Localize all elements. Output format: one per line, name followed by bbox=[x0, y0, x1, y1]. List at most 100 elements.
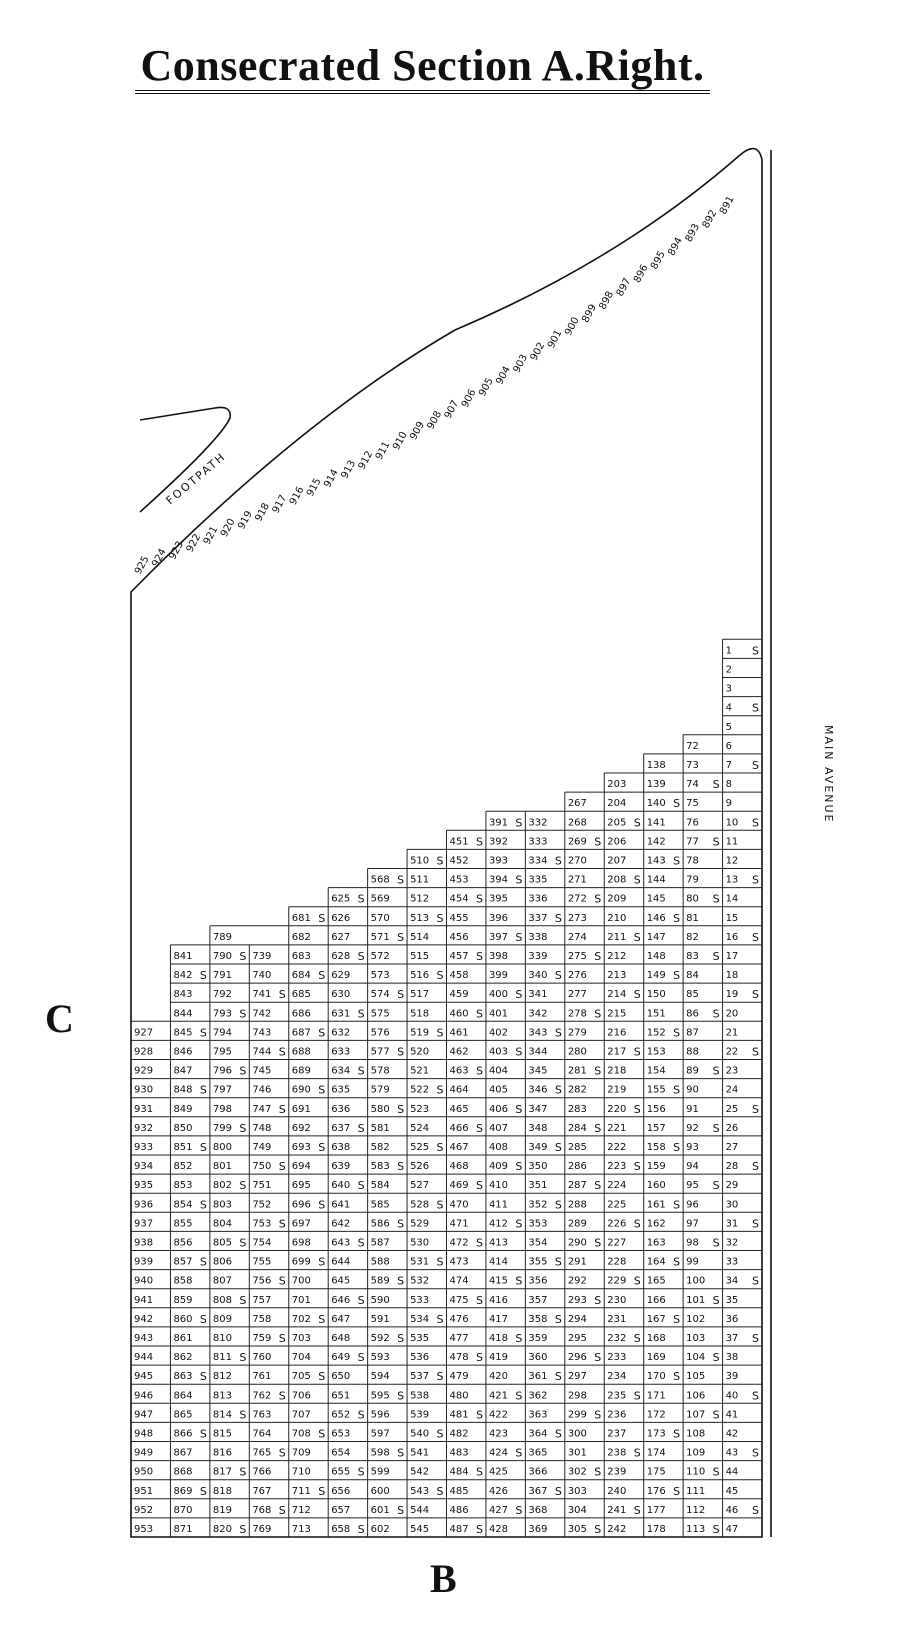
plot-number: 242 bbox=[607, 1524, 626, 1535]
plot-number: 456 bbox=[450, 932, 469, 943]
plot-status-mark: S bbox=[358, 1351, 365, 1364]
plot-number: 364 bbox=[528, 1429, 547, 1440]
plot-number: 144 bbox=[647, 875, 666, 886]
plot-number: 643 bbox=[331, 1238, 350, 1249]
plot-number: 170 bbox=[647, 1371, 666, 1382]
plot-status-mark: S bbox=[397, 874, 404, 887]
plot-number: 356 bbox=[528, 1276, 547, 1287]
plot-status-mark: S bbox=[397, 1389, 404, 1402]
plot-number: 14 bbox=[726, 894, 739, 905]
plot-number: 590 bbox=[371, 1295, 390, 1306]
plot-number: 761 bbox=[252, 1371, 271, 1382]
plot-status-mark: S bbox=[752, 644, 759, 657]
plot-status-mark: S bbox=[200, 1428, 207, 1441]
plot-number: 701 bbox=[292, 1295, 311, 1306]
plot-number: 238 bbox=[607, 1448, 626, 1459]
plot-number: 934 bbox=[134, 1161, 153, 1172]
plot-number: 758 bbox=[252, 1314, 271, 1325]
plot-status-mark: S bbox=[515, 1389, 522, 1402]
plot-number: 83 bbox=[686, 951, 699, 962]
plot-number: 236 bbox=[607, 1409, 626, 1420]
plot-number: 523 bbox=[410, 1104, 429, 1115]
plot-status-mark: S bbox=[673, 797, 680, 810]
plot-number: 867 bbox=[173, 1448, 192, 1459]
plot-number: 797 bbox=[213, 1085, 232, 1096]
plot-status-mark: S bbox=[358, 1122, 365, 1135]
plot-number: 570 bbox=[371, 913, 390, 924]
plot-status-mark: S bbox=[476, 1294, 483, 1307]
plot-status-mark: S bbox=[594, 1007, 601, 1020]
plot-number: 871 bbox=[173, 1524, 192, 1535]
plot-status-mark: S bbox=[397, 1447, 404, 1460]
plot-number: 760 bbox=[252, 1352, 271, 1363]
plot-number: 349 bbox=[528, 1142, 547, 1153]
plot-number: 47 bbox=[726, 1524, 739, 1535]
plot-number: 847 bbox=[173, 1066, 192, 1077]
plot-number: 284 bbox=[568, 1123, 587, 1134]
plot-status-mark: S bbox=[397, 1103, 404, 1116]
plot-status-mark: S bbox=[358, 1065, 365, 1078]
plot-number: 949 bbox=[134, 1448, 153, 1459]
plot-status-mark: S bbox=[476, 1007, 483, 1020]
diagonal-plot-number: 910 bbox=[391, 430, 410, 452]
plot-number: 32 bbox=[726, 1238, 739, 1249]
plot-number: 269 bbox=[568, 836, 587, 847]
plot-number: 938 bbox=[134, 1238, 153, 1249]
plot-number: 46 bbox=[726, 1505, 739, 1516]
plot-number: 227 bbox=[607, 1238, 626, 1249]
plot-number: 413 bbox=[489, 1238, 508, 1249]
plot-number: 464 bbox=[450, 1085, 469, 1096]
adjacent-section-b-label: B bbox=[430, 1556, 457, 1601]
diagonal-plot-number: 898 bbox=[597, 290, 616, 312]
plot-status-mark: S bbox=[476, 1466, 483, 1479]
plot-status-mark: S bbox=[713, 950, 720, 963]
plot-status-mark: S bbox=[279, 1504, 286, 1517]
plot-status-mark: S bbox=[476, 1408, 483, 1421]
plot-number: 452 bbox=[450, 856, 469, 867]
plot-number: 211 bbox=[607, 932, 626, 943]
plot-number: 39 bbox=[726, 1371, 739, 1382]
plot-number: 753 bbox=[252, 1218, 271, 1229]
plot-status-mark: S bbox=[200, 969, 207, 982]
plot-number: 163 bbox=[647, 1238, 666, 1249]
plot-number: 518 bbox=[410, 1008, 429, 1019]
plot-number: 486 bbox=[450, 1505, 469, 1516]
plot-number: 342 bbox=[528, 1008, 547, 1019]
plot-number: 393 bbox=[489, 856, 508, 867]
plot-number: 845 bbox=[173, 1027, 192, 1038]
plot-number: 352 bbox=[528, 1199, 547, 1210]
plot-number: 860 bbox=[173, 1314, 192, 1325]
plot-number: 931 bbox=[134, 1104, 153, 1115]
plot-status-mark: S bbox=[594, 835, 601, 848]
plot-status-mark: S bbox=[713, 1523, 720, 1536]
plot-number: 541 bbox=[410, 1448, 429, 1459]
diagonal-plot-number: 923 bbox=[167, 540, 186, 562]
plot-number: 90 bbox=[686, 1085, 699, 1096]
plot-status-mark: S bbox=[673, 1485, 680, 1498]
plot-number: 942 bbox=[134, 1314, 153, 1325]
plot-number: 178 bbox=[647, 1524, 666, 1535]
plot-status-mark: S bbox=[515, 1217, 522, 1230]
plot-number: 750 bbox=[252, 1161, 271, 1172]
plot-number: 947 bbox=[134, 1409, 153, 1420]
plot-status-mark: S bbox=[200, 1084, 207, 1097]
plot-number: 421 bbox=[489, 1390, 508, 1401]
plot-number: 796 bbox=[213, 1066, 232, 1077]
plot-number: 367 bbox=[528, 1486, 547, 1497]
plot-number: 809 bbox=[213, 1314, 232, 1325]
plot-number: 841 bbox=[173, 951, 192, 962]
plot-number: 31 bbox=[726, 1218, 739, 1229]
plot-number: 2 bbox=[726, 665, 732, 676]
plot-number: 285 bbox=[568, 1142, 587, 1153]
plot-number: 425 bbox=[489, 1467, 508, 1478]
plot-number: 481 bbox=[450, 1409, 469, 1420]
plot-number: 625 bbox=[331, 894, 350, 905]
plot-status-mark: S bbox=[437, 855, 444, 868]
plot-number: 629 bbox=[331, 970, 350, 981]
plot-number: 858 bbox=[173, 1276, 192, 1287]
plot-status-mark: S bbox=[239, 1065, 246, 1078]
plot-number: 268 bbox=[568, 817, 587, 828]
plot-number: 632 bbox=[331, 1027, 350, 1038]
diagonal-plot-number: 897 bbox=[615, 276, 634, 298]
plot-number: 862 bbox=[173, 1352, 192, 1363]
